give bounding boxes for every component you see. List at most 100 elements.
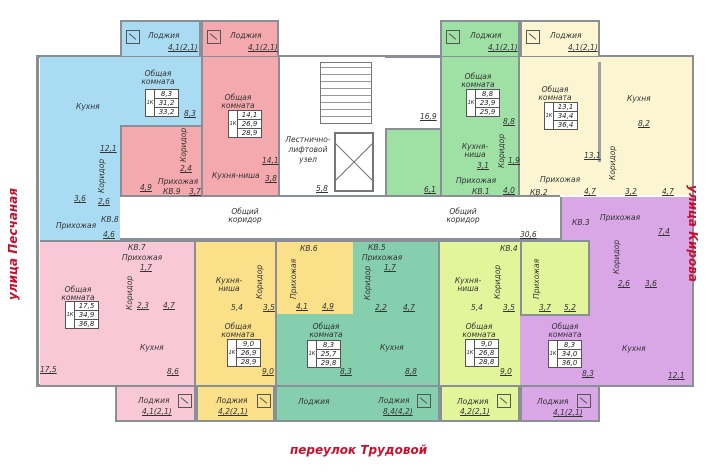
street-label-bottom: переулок Трудовой bbox=[290, 443, 428, 457]
apartment-kv8-lower bbox=[40, 125, 120, 241]
area-label: 3,6 bbox=[74, 194, 86, 203]
corridor-label: Коридор bbox=[179, 127, 188, 162]
area-label: 2,6 bbox=[618, 279, 630, 288]
area-label: 14,1 bbox=[262, 156, 279, 165]
corridor-label: Коридор bbox=[97, 158, 106, 193]
apartment-kv5 bbox=[275, 314, 440, 385]
elevator-shaft bbox=[334, 132, 374, 192]
common-corridor bbox=[120, 195, 560, 240]
area-label: 4,7 bbox=[662, 187, 674, 196]
area-label: 3,7 bbox=[189, 187, 201, 196]
area-label: 8,2 bbox=[638, 119, 650, 128]
apartment-kv9-bath bbox=[120, 125, 201, 195]
loggia-area: 4,1(2,1) bbox=[553, 408, 583, 417]
area-label: 5,4 bbox=[231, 303, 243, 312]
area-label: 9,0 bbox=[262, 367, 274, 376]
area-label: 3,5 bbox=[263, 303, 275, 312]
loggia-area: 4,2(2,1) bbox=[218, 407, 248, 416]
area-label: 3,5 bbox=[503, 303, 515, 312]
loggia-area: 4,1(2,1) bbox=[142, 407, 172, 416]
corridor-label: Коридор bbox=[363, 265, 372, 300]
corridor-label: Коридор bbox=[497, 133, 506, 168]
area-label: 8,8 bbox=[405, 367, 417, 376]
hall-label: Прихожая bbox=[532, 258, 541, 299]
loggia-label: Лоджия bbox=[457, 397, 489, 406]
area-label: 2,3 bbox=[137, 301, 149, 310]
apartment-number: КВ.5 bbox=[368, 243, 386, 252]
loggia-label: Лоджия bbox=[230, 31, 262, 40]
hall-label: Прихожая bbox=[456, 176, 497, 185]
area-label: 1,7 bbox=[140, 263, 152, 272]
area-label: 3,7 bbox=[539, 303, 551, 312]
loggia-label: Лоджия bbox=[216, 396, 248, 405]
corridor-label: Коридор bbox=[493, 264, 502, 299]
kitchen-label: Кухня bbox=[140, 343, 164, 352]
loggia-kv5 bbox=[275, 385, 440, 422]
apartment-kv1-bath bbox=[385, 128, 441, 195]
area-label: 9,0 bbox=[500, 367, 512, 376]
loggia-area: 4,1(2,1) bbox=[568, 43, 598, 52]
living-room-label: Общая комната bbox=[548, 322, 582, 339]
area-label: 3,2 bbox=[625, 187, 637, 196]
area-label: 4,0 bbox=[503, 186, 515, 195]
area-label: 1,7 bbox=[384, 263, 396, 272]
kitchen-label: Кухня bbox=[622, 344, 646, 353]
loggia-area: 8,4(4,2) bbox=[383, 407, 413, 416]
area-label: 8,3 bbox=[582, 369, 594, 378]
kitchen-label: Кухня bbox=[380, 343, 404, 352]
corridor-label: Общий коридор bbox=[228, 207, 262, 224]
street-label-right: улица Кирова bbox=[686, 185, 700, 282]
loggia-window-icon bbox=[497, 394, 511, 408]
area-label: 4,9 bbox=[140, 183, 152, 192]
area-label: 4,7 bbox=[163, 301, 175, 310]
living-room-label: Общая комната bbox=[141, 69, 175, 86]
kitchen-niche-label: Кухня-ниша bbox=[212, 171, 260, 180]
apartment-kv6-bath bbox=[275, 240, 355, 316]
area-label: 12,1 bbox=[100, 144, 117, 153]
loggia-label: Лоджия bbox=[537, 397, 569, 406]
area-label: 3,6 bbox=[645, 279, 657, 288]
area-label: 8,3 bbox=[184, 109, 196, 118]
corridor-label: Общий коридор bbox=[446, 207, 480, 224]
hall-label: Прихожая bbox=[362, 253, 403, 262]
area-label: 2,6 bbox=[98, 197, 110, 206]
apartment-number: КВ.9 bbox=[163, 187, 181, 196]
area-label: 4,7 bbox=[584, 187, 596, 196]
apartment-number: КВ.4 bbox=[500, 244, 518, 253]
loggia-label: Лоджия bbox=[298, 397, 330, 406]
area-label: 8,8 bbox=[503, 117, 515, 126]
area-label: 2,2 bbox=[375, 303, 387, 312]
loggia-label: Лоджия bbox=[470, 31, 502, 40]
apartment-number: КВ.2 bbox=[530, 188, 548, 197]
loggia-window-icon bbox=[417, 394, 431, 408]
loggia-window-icon bbox=[178, 394, 192, 408]
loggia-area: 4,2(2,1) bbox=[460, 407, 490, 416]
hall-label: Прихожая bbox=[56, 221, 97, 230]
loggia-kv4 bbox=[440, 385, 520, 422]
kitchen-niche-label: Кухня-ниша bbox=[215, 276, 243, 293]
area-label: 4,6 bbox=[103, 230, 115, 239]
kitchen-label: Кухня bbox=[627, 94, 651, 103]
area-label: 5,8 bbox=[316, 184, 328, 193]
apartment-kv7 bbox=[40, 240, 196, 385]
loggia-area: 4,1(2,1) bbox=[488, 43, 518, 52]
street-label-left: улица Песчаная bbox=[6, 188, 20, 300]
loggia-label: Лоджия bbox=[138, 396, 170, 405]
apartment-number: КВ.1 bbox=[472, 187, 490, 196]
loggia-window-icon bbox=[446, 30, 460, 44]
area-label: 13,1 bbox=[584, 151, 601, 160]
living-room-label: Общая комната bbox=[462, 322, 496, 339]
corridor-label: Коридор bbox=[125, 275, 134, 310]
area-label: 17,5 bbox=[40, 365, 57, 374]
area-label: 3,8 bbox=[265, 174, 277, 183]
apartment-kv4-bath bbox=[520, 240, 590, 316]
loggia-area: 4,1(2,1) bbox=[168, 43, 198, 52]
apartment-number: КВ.3 bbox=[572, 218, 590, 227]
